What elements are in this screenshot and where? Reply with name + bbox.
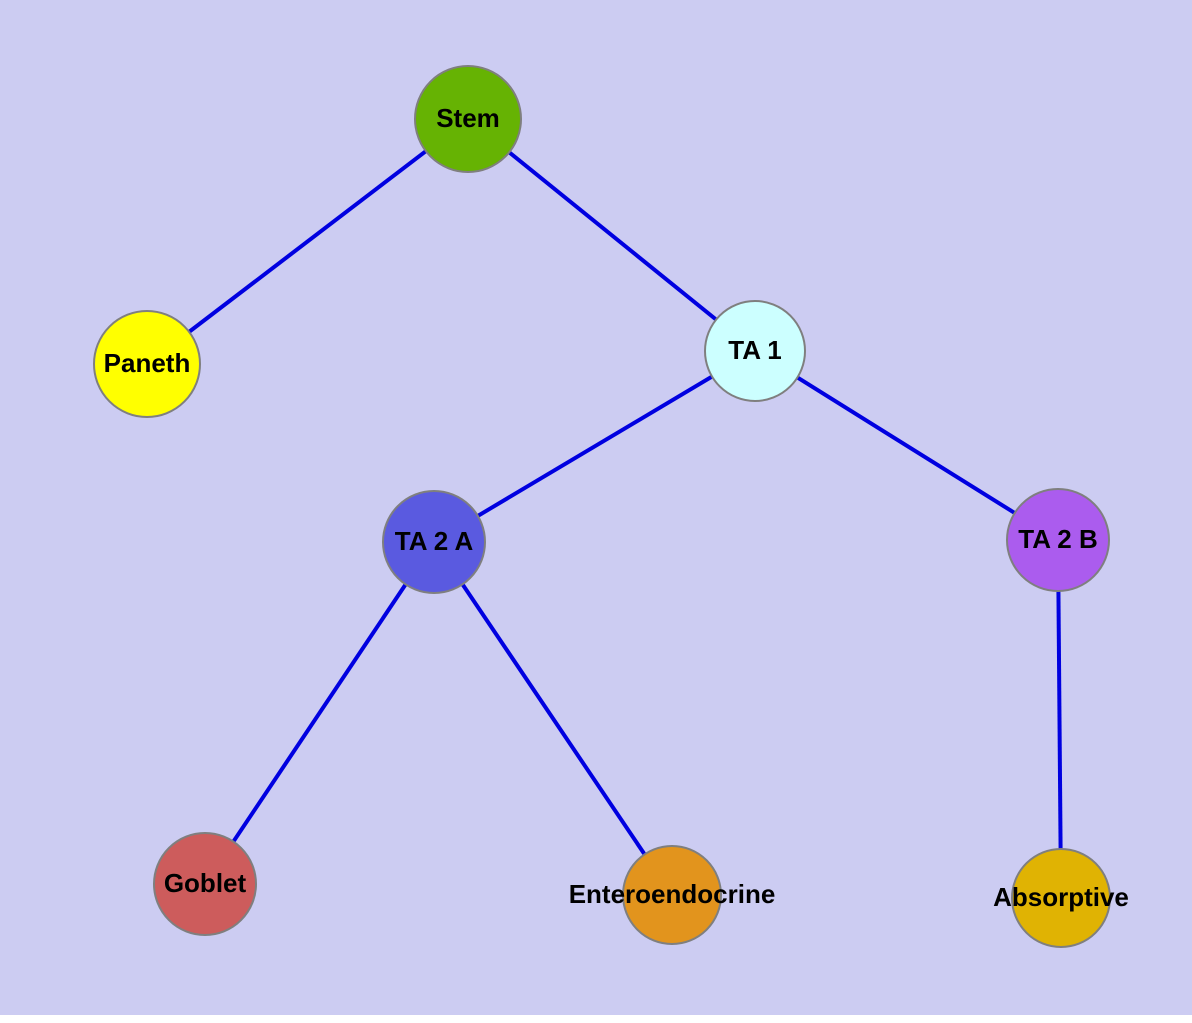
edge-ta2b-absorptive[interactable]: [1056, 539, 1063, 899]
node-label-ta2b: TA 2 B: [1018, 523, 1098, 554]
edge-stem-ta1[interactable]: [466, 117, 757, 353]
node-ta1[interactable]: TA 1: [704, 300, 806, 402]
node-label-absorptive: Absorptive: [993, 881, 1129, 912]
node-paneth[interactable]: Paneth: [93, 310, 201, 418]
edge-ta2a-enteroendocrine[interactable]: [432, 540, 674, 897]
node-ta2b[interactable]: TA 2 B: [1006, 488, 1110, 592]
node-label-ta1: TA 1: [728, 334, 782, 365]
edge-ta1-ta2a[interactable]: [432, 349, 757, 544]
node-goblet[interactable]: Goblet: [153, 832, 257, 936]
node-label-goblet: Goblet: [163, 867, 247, 898]
node-label-paneth: Paneth: [103, 347, 191, 378]
node-label-ta2a: TA 2 A: [394, 525, 474, 556]
node-label-enteroendocrine: Enteroendocrine: [568, 878, 776, 909]
edge-ta1-ta2b[interactable]: [753, 349, 1060, 542]
node-enteroendocrine[interactable]: Enteroendocrine: [569, 845, 775, 945]
edge-stem-paneth[interactable]: [145, 117, 470, 366]
node-ta2a[interactable]: TA 2 A: [382, 490, 486, 594]
node-stem[interactable]: Stem: [414, 65, 522, 173]
node-absorptive[interactable]: Absorptive: [993, 848, 1129, 948]
edge-ta2a-goblet[interactable]: [203, 540, 436, 886]
node-label-stem: Stem: [436, 102, 500, 133]
